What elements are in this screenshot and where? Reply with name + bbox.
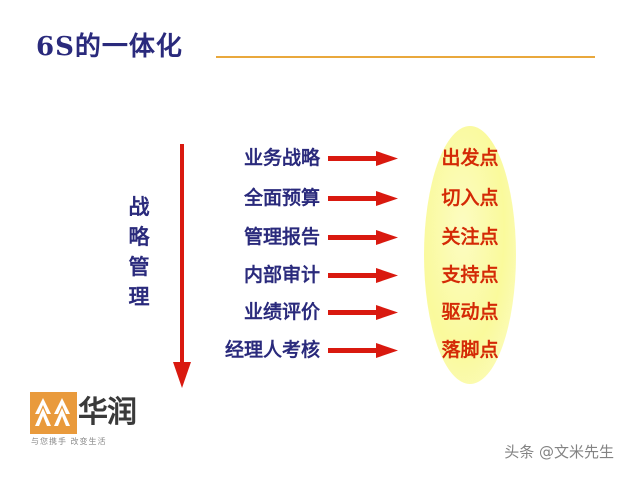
process-item-label: 内部审计 — [243, 264, 320, 286]
arrow-right-icon — [328, 151, 398, 166]
arrow-down-icon — [173, 144, 191, 388]
outcome-label: 切入点 — [441, 187, 499, 209]
strategy-label-char-3: 管 — [128, 254, 150, 279]
logo-tagline: 与您携手 改变生活 — [31, 437, 107, 446]
mountain-chevron-logo-icon — [30, 392, 77, 434]
process-item-label: 业务战略 — [243, 147, 320, 169]
outcome-label: 关注点 — [441, 226, 499, 248]
diagram-row: 经理人考核 — [196, 336, 416, 366]
logo-wordmark: 华润 — [78, 395, 137, 430]
outcome-label: 出发点 — [441, 147, 499, 169]
strategy-label-char-2: 略 — [128, 224, 150, 249]
company-logo: 华润 与您携手 改变生活 — [30, 392, 160, 454]
diagram-row: 全面预算 — [196, 184, 416, 214]
outcome-label: 驱动点 — [441, 301, 499, 323]
arrow-right-icon — [328, 268, 398, 283]
outcome-ellipse: 出发点 切入点 关注点 支持点 驱动点 落脚点 — [424, 126, 516, 384]
strategy-management-label: 战 略 管 理 — [122, 192, 156, 312]
diagram-row: 业绩评价 — [196, 298, 416, 328]
process-item-label: 经理人考核 — [224, 339, 320, 361]
title-block: 6S的一体化 — [0, 30, 640, 80]
process-item-label: 管理报告 — [243, 226, 320, 248]
outcome-label: 支持点 — [441, 264, 499, 286]
outcome-label: 落脚点 — [441, 339, 499, 361]
process-item-label: 全面预算 — [243, 187, 320, 209]
process-diagram: 战 略 管 理 业务战略 全面预算 管理报告 — [0, 120, 640, 390]
process-item-label: 业绩评价 — [243, 301, 320, 323]
watermark-text: 头条 @文米先生 — [504, 443, 614, 461]
diagram-row: 业务战略 — [196, 144, 416, 174]
arrow-right-icon — [328, 343, 398, 358]
arrow-right-icon — [328, 191, 398, 206]
arrow-right-icon — [328, 230, 398, 245]
strategy-label-char-1: 战 — [128, 194, 150, 219]
strategy-label-char-4: 理 — [128, 284, 150, 309]
title-divider-line — [216, 56, 595, 58]
page-title: 6S的一体化 — [36, 32, 183, 62]
arrow-right-icon — [328, 305, 398, 320]
diagram-row: 内部审计 — [196, 261, 416, 291]
diagram-row: 管理报告 — [196, 223, 416, 253]
